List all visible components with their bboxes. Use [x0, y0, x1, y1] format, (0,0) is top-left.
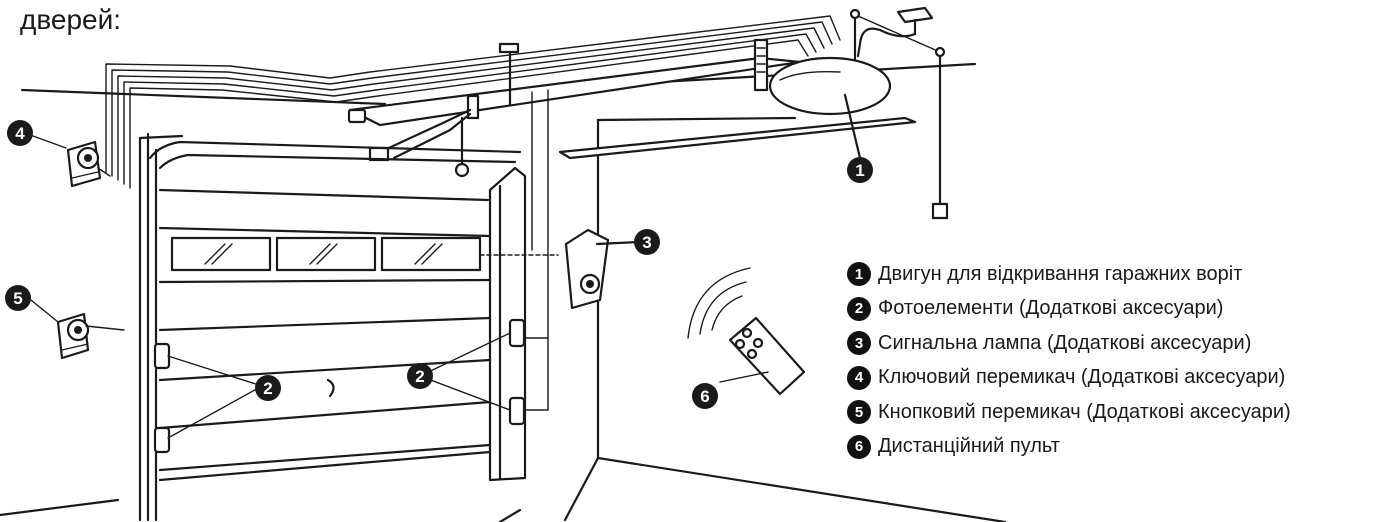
- remote-control: [687, 267, 806, 396]
- callout-6: 6: [692, 383, 718, 409]
- wall-wiring: [479, 89, 559, 411]
- legend-text-5: Кнопковий перемикач (Додаткові аксесуари…: [878, 400, 1291, 423]
- door-frame: [138, 132, 522, 522]
- callout-1-label: 1: [855, 161, 864, 180]
- legend-item-remote: 6 Дистанційний пульт: [847, 430, 1291, 465]
- legend-text-2: Фотоелементи (Додаткові аксесуари): [878, 297, 1224, 320]
- callout-5: 5: [5, 285, 31, 311]
- legend-badge-5: 5: [847, 400, 871, 425]
- legend-badge-6: 6: [847, 434, 871, 459]
- legend-text-1: Двигун для відкривання гаражних воріт: [878, 262, 1243, 285]
- photocell-left-bottom: [153, 426, 171, 454]
- callout-4: 4: [7, 120, 33, 146]
- opener-motor: [558, 56, 917, 160]
- legend-item-signal-lamp: 3 Сигнальна лампа (Додаткові аксесуари): [847, 326, 1291, 361]
- photocell-leader-lines: [167, 332, 511, 439]
- door-panels: [158, 166, 527, 482]
- ceiling-light: [849, 6, 949, 220]
- callout-3-label: 3: [642, 233, 651, 252]
- legend-item-push-button: 5 Кнопковий перемикач (Додаткові аксесуа…: [847, 395, 1291, 430]
- cable-bundle: [105, 15, 841, 189]
- page-heading: дверей:: [20, 4, 122, 35]
- photocell-right-bottom: [508, 396, 526, 426]
- legend-text-6: Дистанційний пульт: [878, 435, 1060, 458]
- callout-1: 1: [847, 157, 873, 183]
- callout-2-right: 2: [407, 363, 433, 389]
- callout-2-left: 2: [255, 375, 281, 401]
- callout-3: 3: [634, 229, 660, 255]
- callout-2-right-label: 2: [415, 367, 424, 386]
- legend-item-photocells: 2 Фотоелементи (Додаткові аксесуари): [847, 292, 1291, 327]
- photocell-left-top: [153, 342, 171, 370]
- door-windows: [170, 236, 482, 272]
- callout-6-label: 6: [700, 387, 709, 406]
- callout-2-left-label: 2: [263, 379, 272, 398]
- photocell-right-top: [508, 318, 526, 348]
- legend-badge-3: 3: [847, 331, 871, 356]
- callout-5-label: 5: [13, 289, 22, 308]
- legend-item-motor: 1 Двигун для відкривання гаражних воріт: [847, 257, 1291, 292]
- callout-4-label: 4: [15, 124, 25, 143]
- push-button-switch: [56, 312, 125, 360]
- legend-list: 1 Двигун для відкривання гаражних воріт …: [847, 257, 1291, 464]
- legend-badge-4: 4: [847, 365, 871, 390]
- callout-leader-lines: [30, 135, 67, 323]
- key-switch: [66, 140, 111, 188]
- signal-lamp: [564, 228, 640, 310]
- legend-item-key-switch: 4 Ключовий перемикач (Додаткові аксесуар…: [847, 361, 1291, 396]
- door-handle: [326, 378, 335, 398]
- legend-text-4: Ключовий перемикач (Додаткові аксесуари): [878, 366, 1286, 389]
- legend-badge-2: 2: [847, 296, 871, 321]
- legend-text-3: Сигнальна лампа (Додаткові аксесуари): [878, 331, 1252, 354]
- legend-badge-1: 1: [847, 262, 871, 287]
